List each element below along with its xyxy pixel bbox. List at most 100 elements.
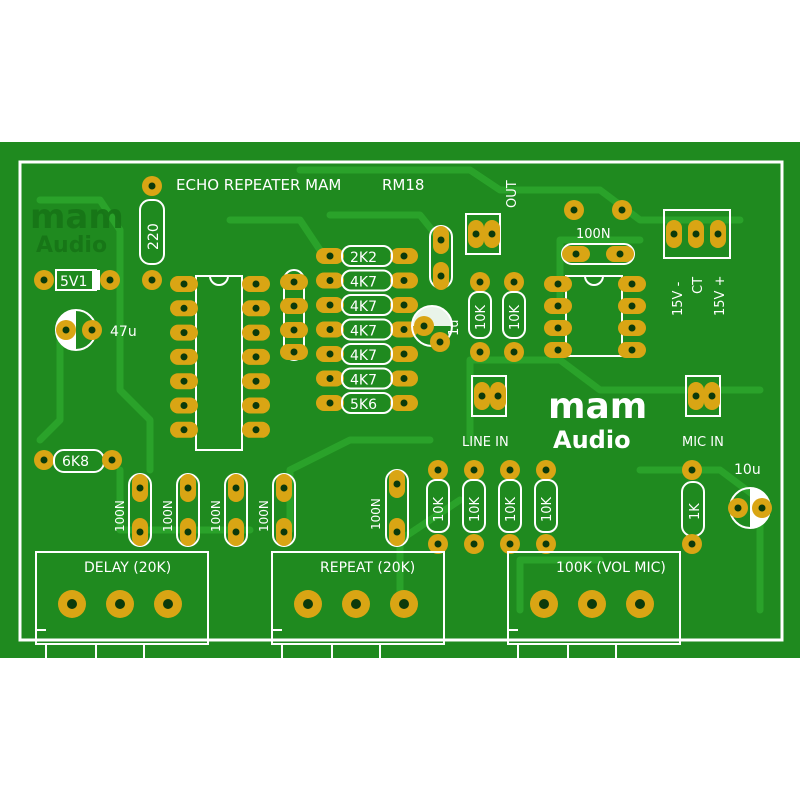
ic-8pin (544, 275, 646, 358)
pad (464, 460, 484, 480)
pad (504, 272, 524, 292)
oval-pad (170, 324, 198, 341)
oval-pad (170, 397, 198, 414)
oval-pad (390, 297, 418, 313)
potentiometer-label: DELAY (20K) (84, 560, 171, 576)
cap1u-label: 1u (447, 319, 462, 336)
oval-pad (170, 276, 198, 292)
oval-pad (242, 421, 270, 438)
logo-center: mam (548, 386, 647, 427)
connector-mic-in: MIC IN (682, 375, 724, 450)
oval-pad (390, 346, 418, 362)
resistor-10k: 10K (462, 460, 486, 554)
oval-pad (390, 248, 418, 264)
oval-pad (316, 321, 344, 338)
mic-in-label: MIC IN (682, 435, 724, 450)
logo-center-sub: Audio (553, 426, 631, 454)
array-resistor-label: 4K7 (350, 275, 377, 291)
cap47-label: 47u (110, 324, 137, 340)
array-resistor: 4K7 (316, 343, 418, 365)
oval-pad (170, 300, 198, 317)
array-resistor-label: 4K7 (350, 348, 377, 364)
resistors-10k-bottom: 10K 10K 10K 10K (426, 460, 558, 554)
oval-pad (242, 373, 270, 390)
capacitor-100n: 100N (209, 473, 248, 547)
capacitor-100n-label: 100N (257, 500, 271, 532)
array-resistor-label: 4K7 (350, 373, 377, 389)
capacitor-100n-label: 100N (209, 500, 223, 532)
resistor-10k-label: 10K (432, 496, 447, 522)
oval-pad (180, 518, 196, 546)
resistors-10k-mid: 10K 10K (468, 272, 526, 362)
line-in-label: LINE IN (462, 435, 509, 450)
pot-pin-hole (399, 599, 409, 609)
cap10u-label: 10u (734, 462, 761, 478)
zener-label: 5V1 (60, 274, 87, 290)
cap100n-right-label: 100N (369, 498, 383, 530)
connector-out: OUT (465, 180, 520, 255)
resistor-10k-label: 10K (468, 496, 483, 522)
potentiometers: DELAY (20K) REPEAT (20K) 100K (VOL MIC) (35, 551, 681, 658)
ps-plus-label: 15V + (713, 276, 728, 316)
capacitor-10u: 10u (728, 462, 772, 529)
resistor-10k-label: 10K (474, 304, 489, 330)
pot-pin-hole (587, 599, 597, 609)
ps-minus-label: 15V - (671, 281, 686, 316)
top-cap-label: 100N (576, 227, 611, 242)
pot-pin-hole (539, 599, 549, 609)
r6k8-label: 6K8 (62, 454, 89, 470)
potentiometer: 100K (VOL MIC) (507, 551, 681, 658)
potentiometer: REPEAT (20K) (271, 551, 445, 658)
pad (470, 342, 490, 362)
potentiometer: DELAY (20K) (35, 551, 209, 658)
oval-pad (228, 518, 244, 546)
oval-pad (242, 324, 270, 341)
logo-top-left: mam (30, 197, 124, 237)
oval-pad (276, 474, 292, 502)
array-resistor-label: 2K2 (350, 250, 377, 266)
pot-pin-hole (115, 599, 125, 609)
oval-pad (228, 474, 244, 502)
oval-pad (170, 373, 198, 390)
potentiometer-label: REPEAT (20K) (320, 560, 415, 576)
resistor-220: 220 (139, 176, 165, 290)
oval-pad (170, 348, 198, 365)
capacitor-100n-label: 100N (161, 500, 175, 532)
pad (504, 342, 524, 362)
capacitor-100n: 100N (113, 473, 152, 547)
power-connector: 15V - CT 15V + (663, 209, 731, 316)
capacitor-100n-label: 100N (113, 500, 127, 532)
pot-pin-hole (635, 599, 645, 609)
ic-14pin (170, 275, 270, 451)
board-outline (18, 160, 784, 642)
oval-pad (276, 518, 292, 546)
pad (500, 460, 520, 480)
capacitor-47u: 47u (55, 309, 137, 351)
resistor-10k-label: 10K (508, 304, 523, 330)
board-model: RM18 (382, 176, 424, 194)
logo-top-left-sub: Audio (36, 233, 107, 258)
pad (470, 272, 490, 292)
pot-pin-hole (163, 599, 173, 609)
oval-pad (316, 248, 344, 264)
array-resistor: 5K6 (316, 392, 418, 414)
r1k-label: 1K (688, 503, 703, 520)
capacitor-100n-top: 100N (561, 200, 635, 265)
bottom-caps: 100N 100N 100N 100N (113, 473, 296, 547)
resistor-10k-label: 10K (540, 496, 555, 522)
array-resistor: 4K7 (316, 294, 418, 316)
array-resistor: 4K7 (316, 367, 418, 390)
capacitor-1u: 1u (411, 225, 462, 352)
oval-pad (316, 272, 344, 289)
board-title: ECHO REPEATER MAM (176, 176, 341, 194)
pad (536, 460, 556, 480)
pot-pin-hole (351, 599, 361, 609)
out-label: OUT (505, 180, 520, 208)
array-resistor-label: 4K7 (350, 324, 377, 340)
oval-pad (316, 395, 344, 411)
oval-pad (242, 348, 270, 365)
resistor-10k-label: 10K (504, 496, 519, 522)
small-resistor-pads (280, 269, 308, 361)
array-resistor: 4K7 (316, 269, 418, 292)
